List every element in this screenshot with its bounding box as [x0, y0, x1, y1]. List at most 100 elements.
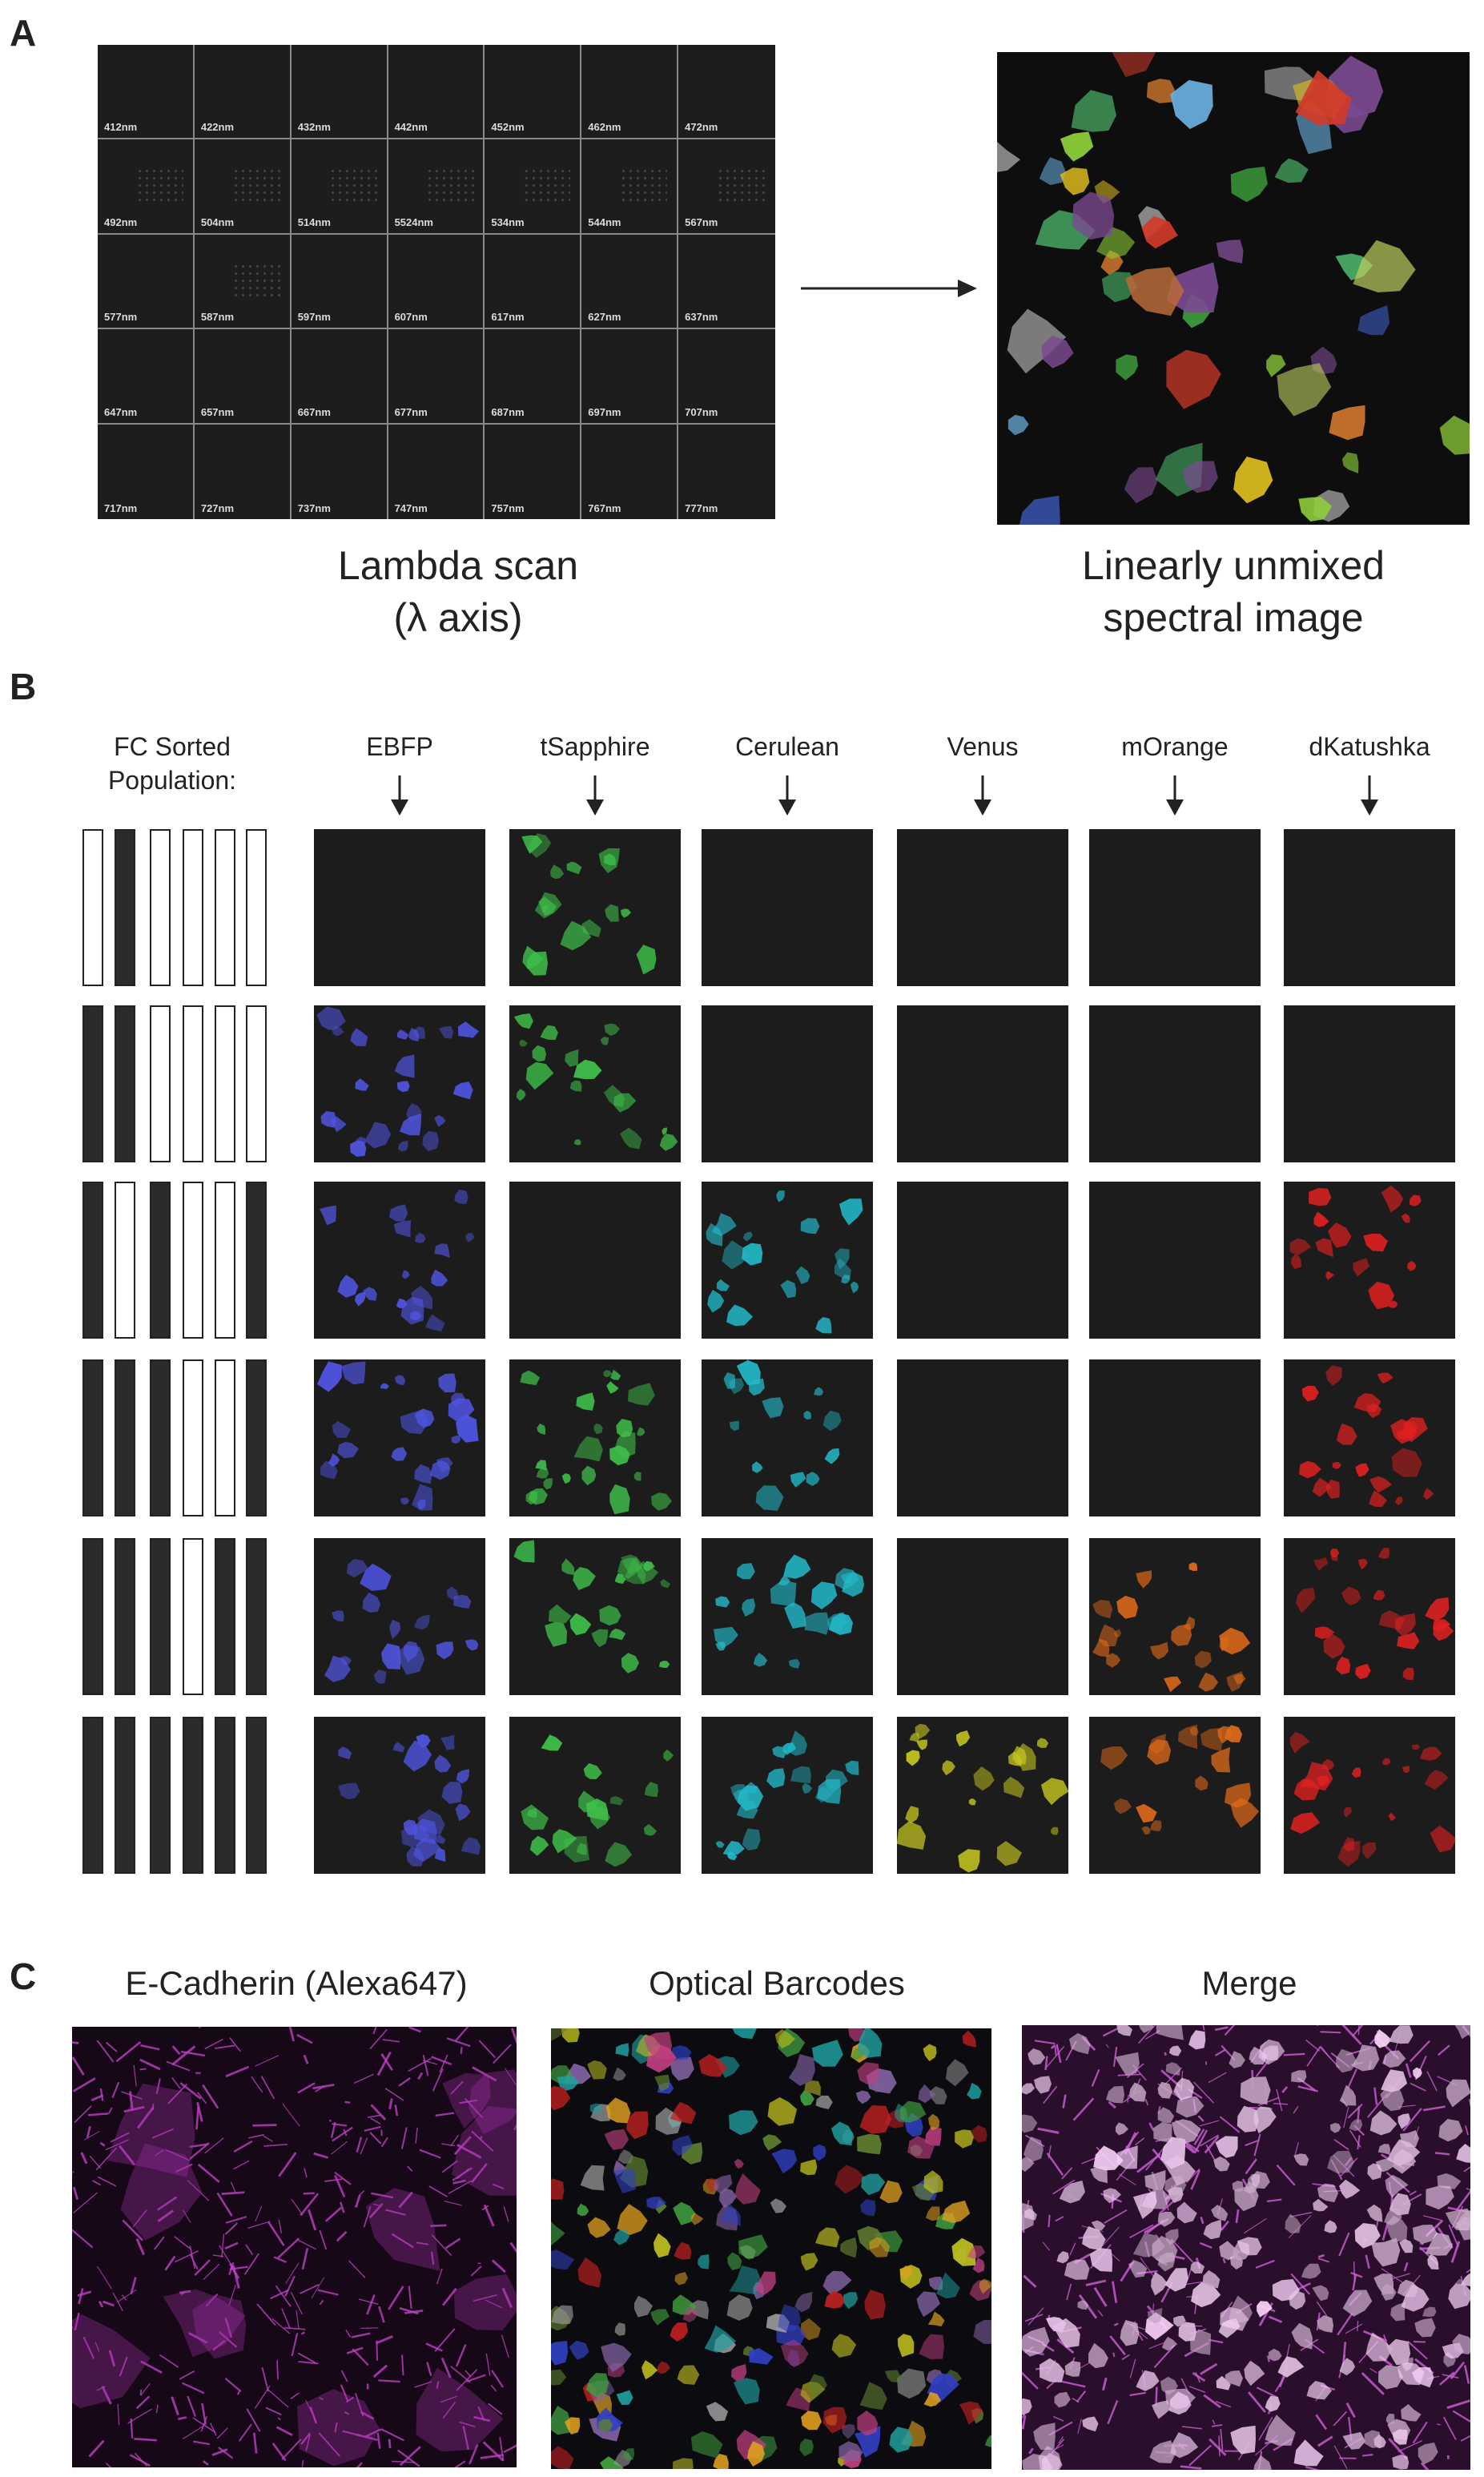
cell-blob	[834, 1568, 859, 1590]
membrane-line	[297, 2082, 316, 2094]
membrane-line	[182, 2425, 205, 2440]
down-arrow-icon	[1166, 775, 1184, 816]
cell-blob	[962, 2030, 976, 2048]
cell-blob	[719, 2188, 737, 2209]
cell-blob	[698, 2254, 710, 2270]
cell-blob	[727, 2252, 742, 2270]
cell-blob	[520, 1370, 541, 1386]
cell-blob	[729, 1378, 745, 1395]
membrane-line	[1184, 2145, 1196, 2154]
membrane-line	[388, 2098, 393, 2110]
cell-blob	[1369, 2110, 1398, 2136]
cell-blob	[859, 2382, 887, 2411]
cell-blob	[654, 2074, 670, 2092]
membrane-line	[1062, 2094, 1067, 2108]
membrane-line	[1204, 2135, 1220, 2154]
cell-blob	[373, 1669, 387, 1684]
membrane-line	[1420, 2462, 1430, 2470]
cell-blob	[899, 2100, 927, 2123]
cell-blob	[973, 1766, 995, 1791]
cell-blob	[673, 2458, 694, 2469]
membrane-line	[1056, 2044, 1062, 2064]
barcode-bar	[215, 1538, 235, 1695]
cell-blob	[673, 2201, 696, 2225]
channel-tile	[897, 1717, 1068, 1874]
membrane-line	[224, 2317, 233, 2338]
cell-blob	[1398, 2113, 1411, 2129]
cell-blob	[1166, 262, 1219, 313]
cell-blob	[907, 2136, 935, 2159]
membrane-line	[380, 2137, 388, 2148]
cell-blob	[1452, 2334, 1470, 2354]
lambda-cell: 544nm	[581, 139, 679, 235]
membrane-line	[360, 2327, 379, 2329]
cell-blob	[660, 1579, 671, 1589]
membrane-line	[441, 2143, 456, 2147]
membrane-line	[1184, 2281, 1206, 2286]
cell-blob	[448, 1398, 475, 1423]
lambda-label: 627nm	[588, 311, 621, 324]
cell-blob	[1153, 2122, 1172, 2143]
membrane-line	[441, 2287, 457, 2306]
lambda-cell: 777nm	[678, 424, 775, 519]
cell-blob	[593, 1423, 603, 1435]
membrane-line	[1220, 2429, 1224, 2451]
cell-blob	[397, 1140, 408, 1152]
membrane-line	[260, 2076, 275, 2100]
channel-tile	[314, 1538, 485, 1695]
cell-blob	[839, 2441, 863, 2462]
cell-blob	[422, 1130, 439, 1152]
membrane-line	[196, 2092, 207, 2104]
cell-blob	[1202, 2270, 1221, 2289]
cell-blob	[1092, 1638, 1110, 1657]
cell-blob	[1064, 2361, 1081, 2377]
cell-blob	[996, 1841, 1022, 1867]
cell-blob	[884, 2370, 900, 2382]
cell-blob	[1325, 1479, 1340, 1499]
cell-blob	[1386, 2338, 1411, 2366]
membrane-line	[1192, 2371, 1206, 2382]
cell-blob	[1147, 1739, 1172, 1766]
lambda-cell: 422nm	[194, 45, 292, 140]
cell-blob	[1082, 2226, 1106, 2250]
cell-blob	[573, 1567, 596, 1590]
membrane-line	[473, 2294, 498, 2302]
lambda-label: 607nm	[394, 311, 428, 324]
membrane-line	[301, 2248, 309, 2270]
cell-blob	[857, 2028, 883, 2058]
membrane-line	[1193, 2129, 1205, 2145]
membrane-line	[459, 2099, 477, 2104]
membrane-line	[72, 2186, 79, 2201]
membrane-line	[238, 2423, 252, 2442]
cell-blob	[927, 2311, 945, 2327]
cell-blob	[1184, 1616, 1195, 1631]
cell-blob	[1349, 2119, 1363, 2132]
cell-blob	[434, 1754, 452, 1773]
membrane-line	[72, 2229, 94, 2249]
cell-blob	[601, 2342, 632, 2373]
membrane-line	[300, 2283, 320, 2294]
cell-blob	[1224, 1782, 1252, 1808]
membrane-line	[275, 2285, 292, 2307]
membrane-line	[398, 2076, 411, 2087]
membrane-line	[444, 2201, 462, 2206]
cell-blob	[605, 2097, 631, 2124]
cell-blob	[1412, 2067, 1422, 2080]
cell-blob	[346, 1558, 369, 1578]
membrane-line	[330, 2121, 336, 2138]
membrane-line	[1448, 2224, 1459, 2248]
barcode-bar	[183, 1359, 203, 1516]
cell-blob	[441, 1782, 463, 1804]
cell-blob	[1051, 1827, 1059, 1835]
cell-blob	[651, 1492, 672, 1511]
membrane-line	[348, 2260, 366, 2278]
membrane-line	[308, 2209, 317, 2231]
cell-blob	[1071, 90, 1116, 132]
membrane-line	[1190, 2169, 1201, 2190]
cell-blob	[1401, 2404, 1422, 2422]
membrane-line	[267, 2388, 289, 2408]
membrane-line	[380, 2052, 393, 2071]
cell-blob	[1036, 1738, 1049, 1748]
lambda-label: 514nm	[297, 215, 331, 228]
cell-blob	[1293, 2439, 1324, 2467]
